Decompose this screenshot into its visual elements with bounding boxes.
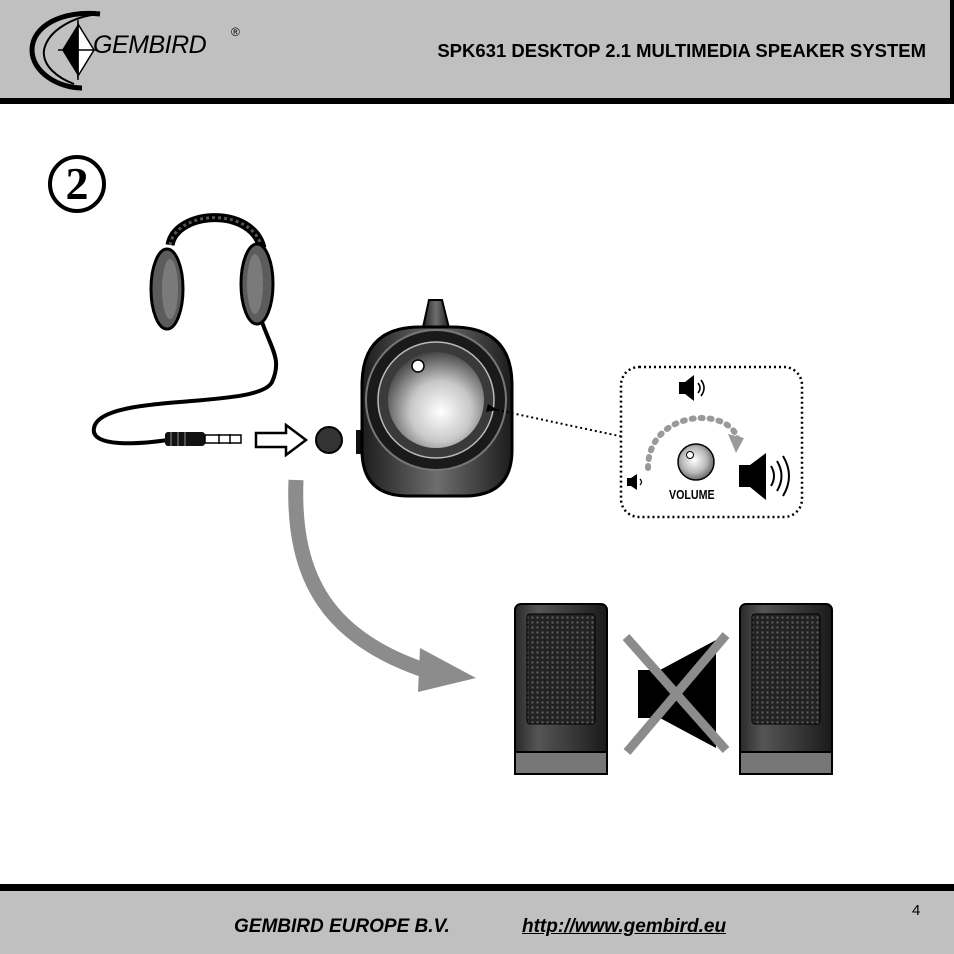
logo-wordmark: GEMBIRD <box>93 31 207 59</box>
step-number: 2 <box>48 155 106 213</box>
volume-callout <box>619 365 804 519</box>
speaker-left-icon <box>514 603 608 775</box>
speaker-low-icon <box>627 474 643 490</box>
gembird-logo <box>22 6 262 92</box>
headphones-icon <box>91 213 279 446</box>
curved-arrow-icon <box>728 434 744 453</box>
control-pod-icon <box>356 299 514 498</box>
speaker-mid-icon <box>679 375 705 401</box>
headphone-jack-icon <box>315 426 343 454</box>
website-link[interactable]: http://www.gembird.eu <box>522 916 727 937</box>
audio-plug-icon <box>165 432 242 446</box>
logo-emblem-icon <box>29 10 101 91</box>
leader-line <box>496 409 625 438</box>
volume-knob-icon <box>388 352 484 448</box>
company-name: GEMBIRD EUROPE B.V. <box>234 916 450 937</box>
speaker-high-icon <box>739 453 790 500</box>
page-header: GEMBIRD ® SPK631 DESKTOP 2.1 MULTIMEDIA … <box>0 0 954 104</box>
registered-mark: ® <box>231 25 240 39</box>
muted-speaker-icon <box>622 632 730 755</box>
volume-label: VOLUME <box>669 487 715 502</box>
speaker-right-icon <box>739 603 833 775</box>
page-footer: GEMBIRD EUROPE B.V. http://www.gembird.e… <box>0 884 954 954</box>
small-knob-icon <box>677 443 715 481</box>
document-title: SPK631 DESKTOP 2.1 MULTIMEDIA SPEAKER SY… <box>437 40 926 61</box>
page-number: 4 <box>912 902 921 919</box>
big-curved-arrow-icon <box>288 479 476 692</box>
outline-arrow-icon <box>254 422 309 458</box>
